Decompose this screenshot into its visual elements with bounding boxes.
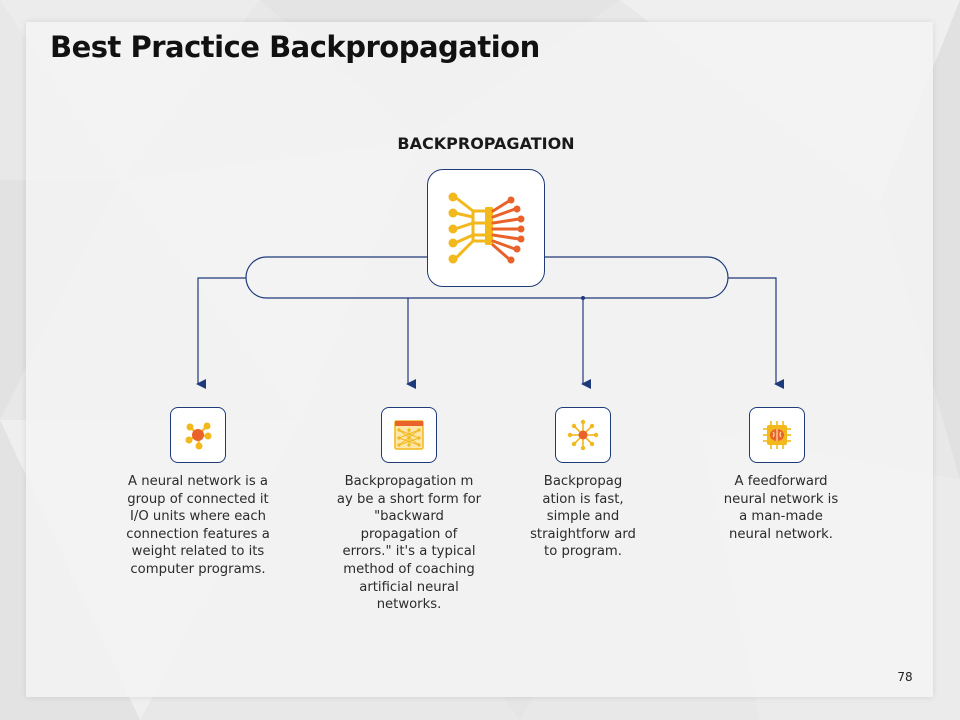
main-icon-box	[427, 169, 545, 287]
item-3-description: Backpropag ation is fast, simple and str…	[530, 474, 636, 560]
connector-arrow-4	[728, 277, 784, 389]
page-number: 78	[897, 670, 913, 684]
item-4-description: A feedforward neural network is a man-ma…	[723, 474, 839, 542]
item-1-description: A neural network is a group of connected…	[126, 474, 270, 577]
item-2-icon-box	[381, 407, 437, 463]
diagram-heading: BACKPROPAGATION	[397, 134, 575, 153]
node-burst-icon	[567, 419, 599, 451]
item-2-description: Backpropagation m ay be a short form for…	[336, 474, 482, 613]
brain-chip-icon	[763, 421, 791, 449]
network-screen-icon	[394, 420, 424, 450]
connector-arrow-1	[196, 277, 246, 389]
item-3-icon-box	[555, 407, 611, 463]
item-1-icon-box	[170, 407, 226, 463]
item-4-icon-box	[749, 407, 805, 463]
slide-panel	[26, 22, 933, 697]
molecule-icon	[185, 422, 212, 450]
neural-network-icon	[448, 192, 525, 264]
slide-title: Best Practice Backpropagation	[50, 30, 540, 64]
